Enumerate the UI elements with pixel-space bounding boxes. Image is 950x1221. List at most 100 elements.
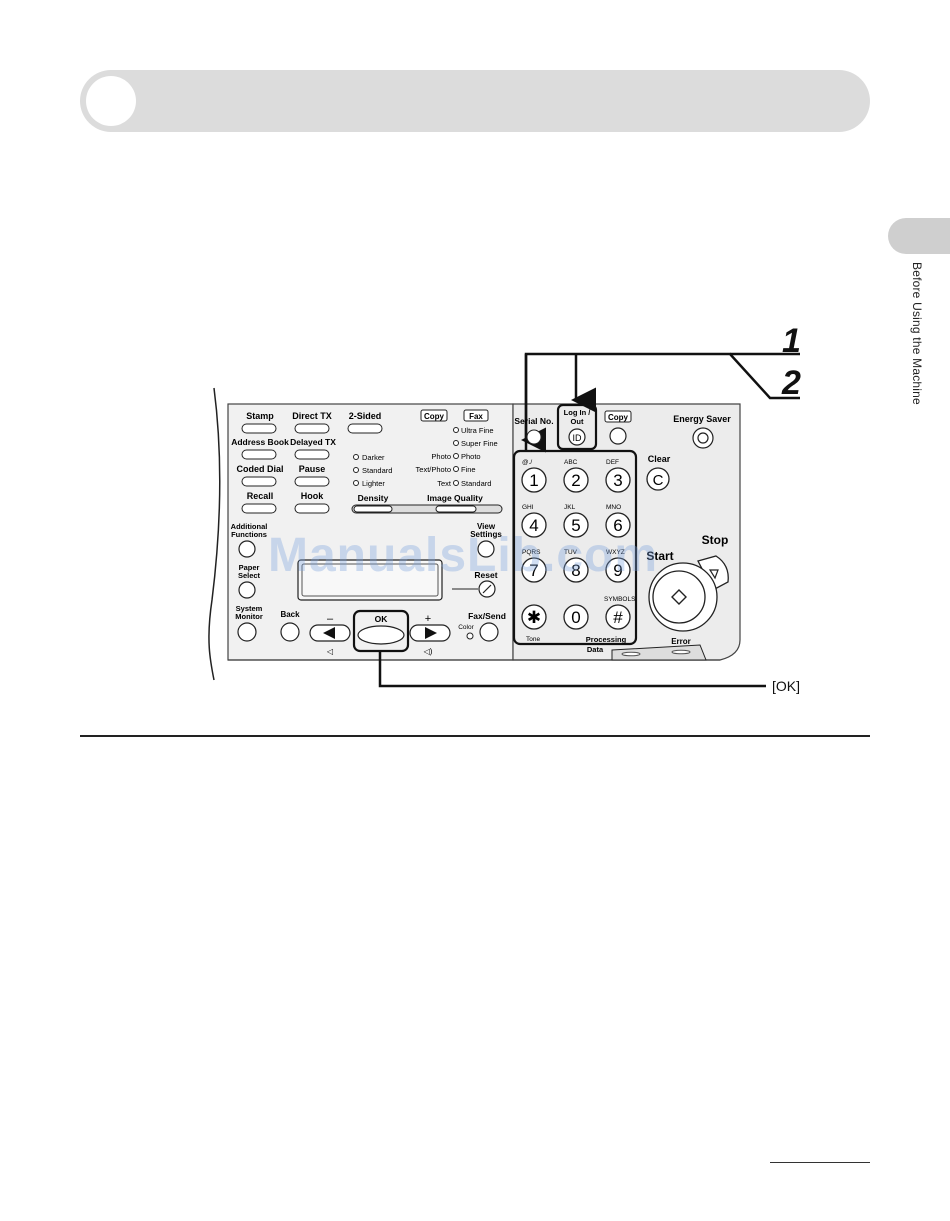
type-text-photo: Text/Photo	[416, 465, 451, 474]
system-monitor-label-1: System	[236, 604, 263, 613]
paper-select-button[interactable]	[238, 581, 256, 599]
fax-send-button[interactable]	[479, 622, 499, 642]
stop-icon	[708, 569, 719, 580]
keypad-letters: @./	[522, 459, 532, 466]
error-indicator	[671, 649, 691, 655]
error-label: Error	[671, 637, 691, 646]
copy-key-label: Copy	[608, 413, 629, 422]
additional-functions-label-1: Additional	[231, 522, 268, 531]
start-button[interactable]	[652, 570, 706, 624]
keypad-letters: JKL	[564, 504, 576, 511]
keypad-letters: Tone	[526, 636, 540, 643]
keypad-key-11[interactable]	[605, 604, 631, 630]
volume-down-icon: ◁	[327, 647, 334, 656]
keypad-digit: 8	[571, 561, 580, 580]
additional-functions-button[interactable]	[238, 540, 256, 558]
serial-no-button[interactable]	[526, 429, 542, 445]
keypad-digit: #	[613, 608, 623, 627]
coded-dial-button[interactable]	[241, 476, 277, 487]
keypad-key-10[interactable]	[563, 604, 589, 630]
id-icon: ID	[573, 433, 583, 443]
step-2-label: 2	[782, 364, 801, 402]
image-quality-button[interactable]	[435, 505, 477, 513]
copy-key-button[interactable]	[609, 427, 627, 445]
address-book-label: Address Book	[231, 437, 289, 447]
density-button[interactable]	[353, 505, 393, 513]
hook-label: Hook	[301, 491, 324, 501]
address-book-button[interactable]	[241, 449, 277, 460]
keypad-letters: DEF	[606, 459, 619, 466]
density-label: Density	[358, 493, 389, 503]
additional-functions-label-2: Functions	[231, 530, 267, 539]
recall-label: Recall	[247, 491, 274, 501]
left-panel-area	[227, 403, 514, 661]
coded-dial-label: Coded Dial	[236, 464, 283, 474]
processing-label: Processing	[586, 635, 627, 644]
panel-left-edge	[208, 387, 221, 681]
volume-up-icon: ◁)	[424, 647, 433, 656]
keypad-key-2[interactable]	[605, 467, 631, 493]
direct-tx-label: Direct TX	[292, 411, 332, 421]
keypad-key-8[interactable]	[605, 557, 631, 583]
keypad-key-1[interactable]	[563, 467, 589, 493]
stop-button[interactable]	[697, 555, 729, 591]
keypad-key-9[interactable]	[521, 604, 547, 630]
system-monitor-label-2: Monitor	[235, 612, 263, 621]
keypad-key-6[interactable]	[521, 557, 547, 583]
energy-saver-button[interactable]	[692, 427, 714, 449]
keypad-letters: SYMBOLS	[604, 596, 636, 603]
two-sided-button[interactable]	[347, 423, 383, 434]
keypad-digit: 5	[571, 516, 580, 535]
ok-button[interactable]	[357, 625, 405, 645]
data-indicator	[621, 651, 641, 657]
serial-no-label: Serial No.	[514, 416, 553, 426]
section-divider	[80, 735, 870, 737]
callout-line-ok	[378, 652, 766, 688]
system-monitor-button[interactable]	[237, 622, 257, 642]
copy-mode-label: Copy	[424, 412, 445, 421]
keypad-digit: 7	[529, 561, 538, 580]
power-icon	[697, 432, 709, 444]
hook-button[interactable]	[294, 503, 330, 514]
energy-saver-label: Energy Saver	[673, 414, 731, 424]
back-button[interactable]	[280, 622, 300, 642]
view-settings-label-2: Settings	[470, 530, 502, 539]
keypad-key-4[interactable]	[563, 512, 589, 538]
direct-tx-button[interactable]	[294, 423, 330, 434]
keypad-letters: WXYZ	[606, 549, 625, 556]
login-button[interactable]	[568, 428, 586, 446]
pause-button[interactable]	[294, 476, 330, 487]
right-arrow-icon	[425, 627, 437, 639]
keypad-key-5[interactable]	[605, 512, 631, 538]
lcd-display	[297, 559, 443, 601]
view-settings-label-1: View	[477, 522, 496, 531]
step-1-label: 1	[782, 322, 801, 360]
keypad-key-0[interactable]	[521, 467, 547, 493]
density-lighter: Lighter	[362, 479, 385, 488]
keypad-digit: 2	[571, 471, 580, 490]
plus-label: +	[425, 613, 431, 625]
data-label: Data	[587, 645, 604, 654]
fax-mode-label: Fax	[469, 412, 483, 421]
keypad-key-3[interactable]	[521, 512, 547, 538]
keypad-digit: 4	[529, 516, 538, 535]
keypad-key-7[interactable]	[563, 557, 589, 583]
stamp-label: Stamp	[246, 411, 274, 421]
image-quality-label: Image Quality	[427, 493, 483, 503]
watermark: ManualsLib.com	[268, 529, 659, 582]
keypad-digit: 1	[529, 471, 538, 490]
view-settings-button[interactable]	[477, 540, 495, 558]
recall-button[interactable]	[241, 503, 277, 514]
res-fine: Fine	[461, 465, 476, 474]
ok-highlight-box	[352, 609, 410, 653]
page-number-rule	[770, 1162, 870, 1163]
keypad-digit: 9	[613, 561, 622, 580]
keypad-letters: MNO	[606, 504, 621, 511]
fax-send-label: Fax/Send	[468, 611, 506, 621]
delayed-tx-button[interactable]	[294, 449, 330, 460]
clear-button[interactable]	[646, 467, 670, 491]
keypad-letters: ABC	[564, 459, 578, 466]
keypad-letters: GHI	[522, 504, 534, 511]
stamp-button[interactable]	[241, 423, 277, 434]
